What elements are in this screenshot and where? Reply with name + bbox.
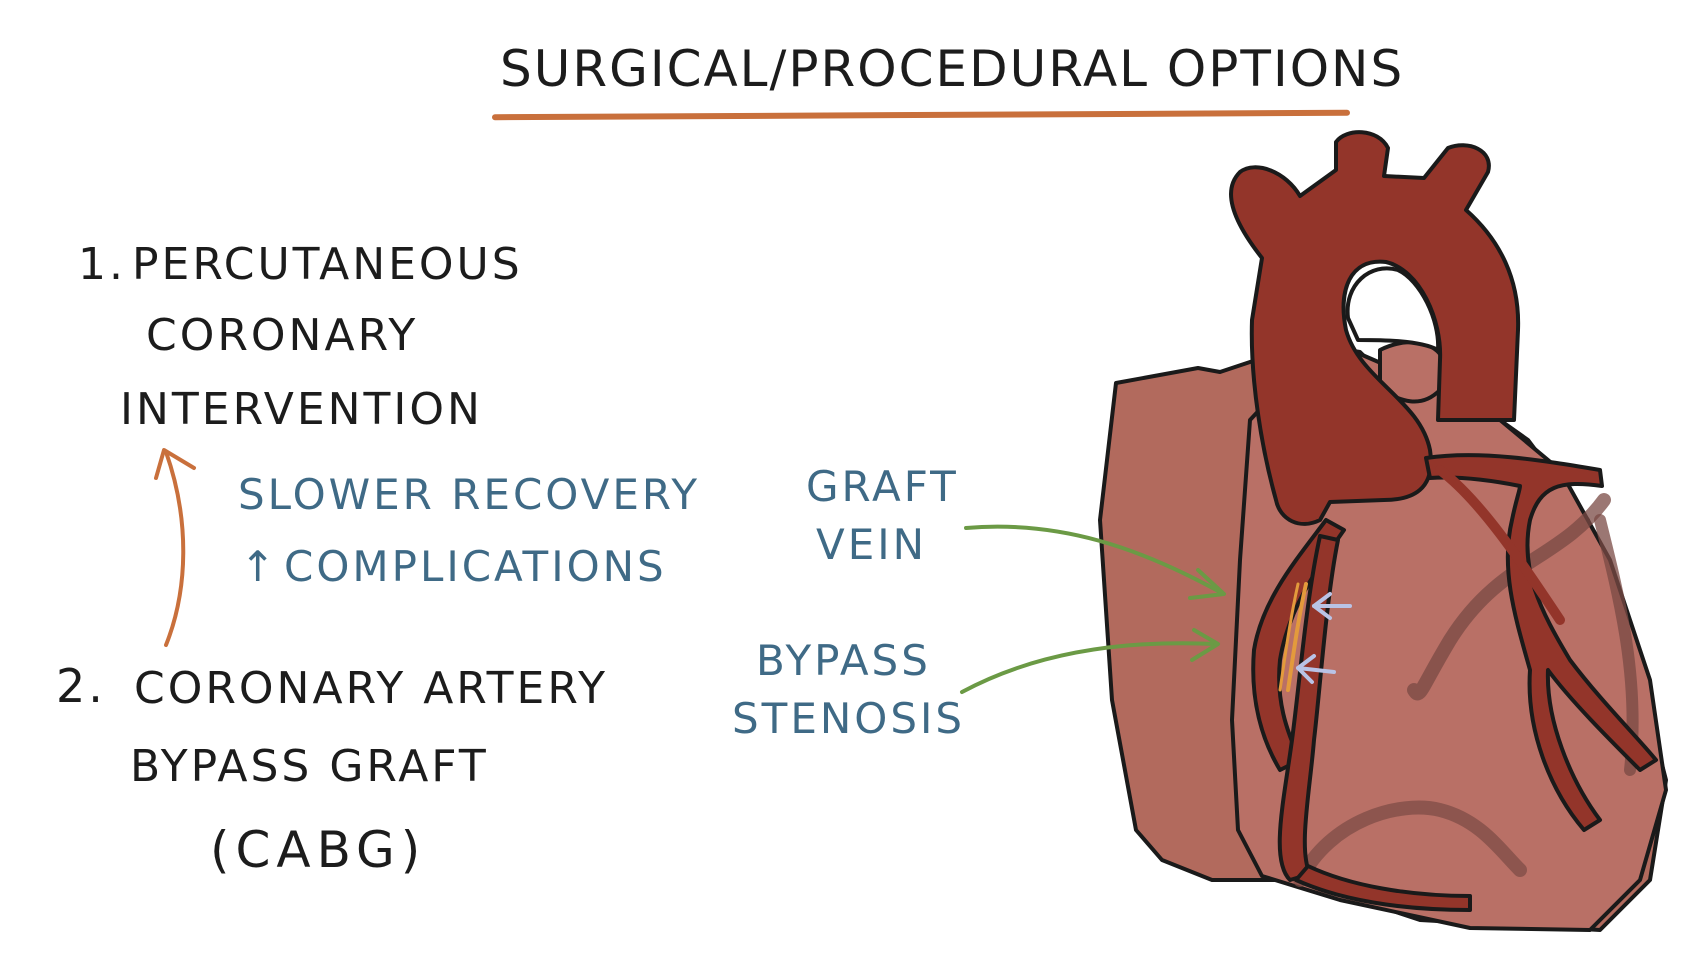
curved-up-arrow-icon — [156, 450, 194, 645]
heart-illustration — [1100, 132, 1666, 930]
